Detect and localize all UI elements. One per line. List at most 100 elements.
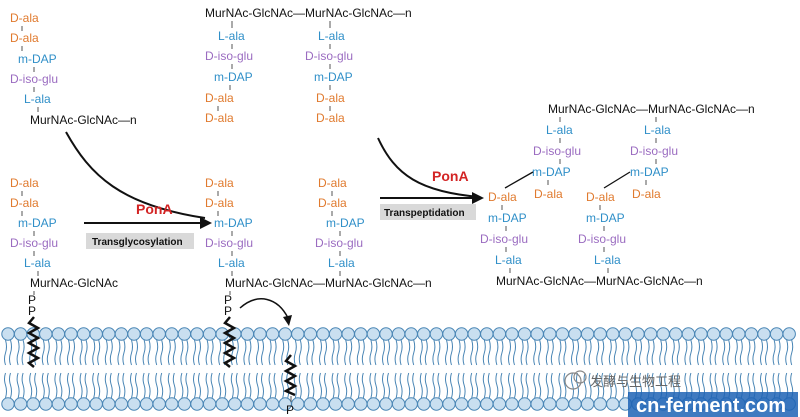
lipid-head [379, 397, 393, 411]
lipid-head [354, 327, 368, 341]
lipid-head [328, 397, 343, 411]
lipid-tail [500, 372, 504, 399]
lipid-tail [361, 339, 365, 366]
lipid-head [303, 397, 318, 411]
lipid-tail [445, 372, 448, 399]
enzyme-label-1: PonA [136, 201, 173, 217]
lipid-tail [172, 339, 176, 366]
phosphate-label: P [286, 403, 294, 417]
lipid-tail [324, 372, 327, 399]
lipid-tail [545, 339, 549, 366]
lipid-tail [487, 372, 491, 399]
lipid-tail [571, 372, 574, 399]
lipid-tail [760, 339, 763, 366]
l-ala-label: L-ala [218, 29, 245, 43]
lipid-head [303, 327, 318, 341]
lipid-tail [583, 372, 587, 399]
lipid-tail [185, 339, 189, 366]
lipid-head [429, 397, 444, 411]
watermark-text: 发酵与生物工程 [590, 374, 681, 389]
lipid-head [291, 327, 305, 341]
lipid-head [13, 327, 28, 341]
lipid-tail [349, 339, 353, 366]
d-iso-glu-label: D-iso-glu [578, 232, 626, 246]
lipid-tail [747, 339, 751, 366]
lipid-head [139, 397, 154, 411]
m-dap-label: m-DAP [586, 211, 625, 225]
lipid-tail [46, 372, 50, 399]
lipid-tail [344, 339, 348, 366]
lipid-head [769, 327, 784, 341]
lipid-tail [583, 339, 587, 366]
lipid-tail [147, 339, 151, 366]
lipid-tail [626, 339, 630, 366]
lipid-tail [374, 339, 378, 366]
lipid-tail [59, 339, 63, 366]
lipid-tail [54, 339, 58, 366]
lipid-tail [734, 339, 738, 366]
lipid-head [568, 397, 582, 411]
lipid-tail [122, 339, 126, 366]
lipid-head [165, 327, 179, 341]
lipid-tail [293, 339, 297, 366]
l-ala-label: L-ala [546, 123, 573, 137]
lipid-tail [702, 339, 705, 366]
lipid-tail [16, 372, 20, 399]
sugar-label: MurNAc-GlcNAc [30, 276, 118, 290]
flip-arrow [239, 298, 289, 319]
m-dap-label: m-DAP [630, 165, 669, 179]
lipid-tail [689, 339, 693, 366]
lipid-head [1, 397, 15, 411]
lipid-head [517, 327, 532, 341]
lipid-tail [394, 372, 398, 399]
lipid-tail [180, 372, 184, 399]
lipid-head [177, 397, 192, 411]
d-ala-label: D-ala [205, 176, 234, 190]
lipid-head [782, 327, 796, 341]
lipid-head [228, 397, 242, 411]
lipid-tail [109, 372, 113, 399]
lipid-tail [155, 372, 159, 399]
lipid-tail [651, 339, 655, 366]
d-iso-glu-label: D-iso-glu [205, 236, 253, 250]
lipid-tail [198, 372, 201, 399]
lipid-head [13, 397, 28, 411]
lipid-tail [772, 339, 776, 366]
lipid-head [391, 327, 406, 341]
lipid-tail [349, 372, 353, 399]
lipid-head [341, 327, 355, 341]
lipid-tail [92, 372, 96, 399]
lipid-head [139, 327, 154, 341]
lipid-tail [180, 339, 184, 366]
lipid-tail [142, 339, 146, 366]
lipid-tail [621, 339, 625, 366]
lipid-head [568, 327, 582, 341]
d-ala-label: D-ala [318, 196, 347, 210]
right-crosslinked-structure: MurNAc-GlcNAc—MurNAc-GlcNAc—n L-ala L-al… [480, 102, 755, 288]
lipid-tail [369, 372, 373, 399]
lipid-head [467, 327, 481, 341]
lipid-head [618, 327, 633, 341]
lipid-head [669, 327, 683, 341]
lipid-tail [790, 339, 794, 366]
l-ala-label: L-ala [644, 123, 671, 137]
lipid-head [404, 397, 418, 411]
lipid-tail [752, 339, 756, 366]
lipid-tail [374, 372, 378, 399]
d-iso-glu-label: D-iso-glu [305, 49, 353, 63]
lipid-tail [387, 339, 390, 366]
lipid-head [190, 397, 204, 411]
lipid-tail [104, 339, 108, 366]
lipid-tail [273, 339, 277, 366]
lipid-tail [608, 372, 612, 399]
m-dap-label: m-DAP [532, 165, 571, 179]
lipid-head [391, 397, 406, 411]
lipid-tail [457, 372, 461, 399]
lipid-head [454, 397, 469, 411]
lipid-tail [331, 339, 335, 366]
lipid-tail [613, 339, 617, 366]
lipid-tail [457, 339, 461, 366]
lipid-head [1, 327, 15, 341]
lipid-tail [243, 339, 247, 366]
lipid-tail [235, 372, 239, 399]
